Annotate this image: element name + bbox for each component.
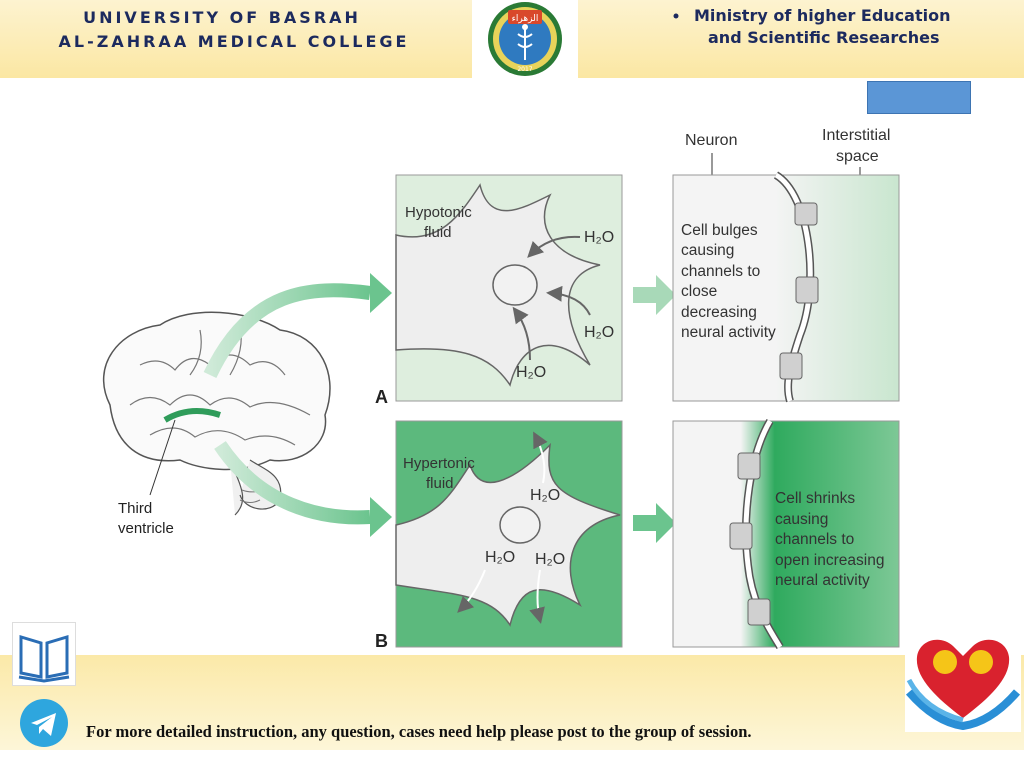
telegram-icon[interactable] — [14, 696, 74, 750]
header-left-banner — [0, 0, 472, 78]
svg-text:causing: causing — [681, 242, 734, 259]
interstitial-label-2: space — [836, 148, 879, 165]
svg-text:Cell bulges: Cell bulges — [681, 222, 758, 239]
third-ventricle-label-1: Third — [118, 500, 152, 517]
upper-swoop-arrow — [203, 283, 371, 378]
ministry-line-1: Ministry of higher Education — [694, 6, 951, 25]
hypertonic-label-2: fluid — [426, 475, 454, 492]
panel-b-description: Cell shrinks causing channels to open in… — [775, 490, 884, 589]
water-label: H₂O — [584, 324, 614, 341]
svg-text:open increasing: open increasing — [775, 552, 884, 569]
svg-text:neural activity: neural activity — [681, 324, 776, 341]
panel-b-membrane — [672, 420, 900, 648]
svg-text:close: close — [681, 283, 717, 300]
ministry-line-2: and Scientific Researches — [708, 28, 940, 47]
footer-banner — [0, 655, 1024, 750]
hypotonic-label-1: Hypotonic — [405, 204, 472, 221]
water-label: H₂O — [516, 364, 546, 381]
heart-hands-logo — [905, 622, 1021, 732]
book-icon[interactable] — [12, 622, 76, 686]
college-name: AL-ZAHRAA MEDICAL COLLEGE — [58, 32, 410, 51]
svg-text:Cell shrinks: Cell shrinks — [775, 490, 855, 507]
college-logo: الزهراء 2017 — [472, 0, 578, 78]
panel-b-arrow — [633, 503, 676, 543]
svg-text:decreasing: decreasing — [681, 304, 757, 321]
svg-text:channels to: channels to — [681, 263, 760, 280]
water-label: H₂O — [535, 551, 565, 568]
lower-swoop-arrow — [214, 441, 371, 525]
logo-year: 2017 — [517, 66, 532, 73]
panel-b-letter: B — [375, 631, 388, 651]
hypotonic-label-2: fluid — [424, 224, 452, 241]
osmotic-neuron-figure: Third ventricle Neuron Interstitial spac… — [103, 127, 900, 651]
svg-text:neural activity: neural activity — [775, 572, 870, 589]
university-name: UNIVERSITY OF BASRAH — [83, 8, 361, 27]
hypertonic-label-1: Hypertonic — [403, 455, 475, 472]
bullet-icon — [673, 13, 679, 19]
water-label: H₂O — [485, 549, 515, 566]
svg-text:channels to: channels to — [775, 531, 854, 548]
panel-a-description: Cell bulges causing channels to close de… — [681, 222, 776, 341]
third-ventricle-label-2: ventricle — [118, 520, 174, 537]
interstitial-label-1: Interstitial — [822, 127, 890, 144]
svg-text:causing: causing — [775, 511, 828, 528]
brain-illustration — [103, 311, 331, 516]
neuron-label: Neuron — [685, 132, 737, 149]
panel-a-letter: A — [375, 387, 388, 407]
logo-text: الزهراء — [512, 14, 539, 24]
header-right-banner — [578, 0, 1024, 78]
water-label: H₂O — [530, 487, 560, 504]
footer-instruction-text: For more detailed instruction, any quest… — [86, 722, 752, 741]
blue-placeholder-box[interactable] — [867, 81, 971, 114]
panel-a-arrow — [633, 275, 676, 315]
water-label: H₂O — [584, 229, 614, 246]
